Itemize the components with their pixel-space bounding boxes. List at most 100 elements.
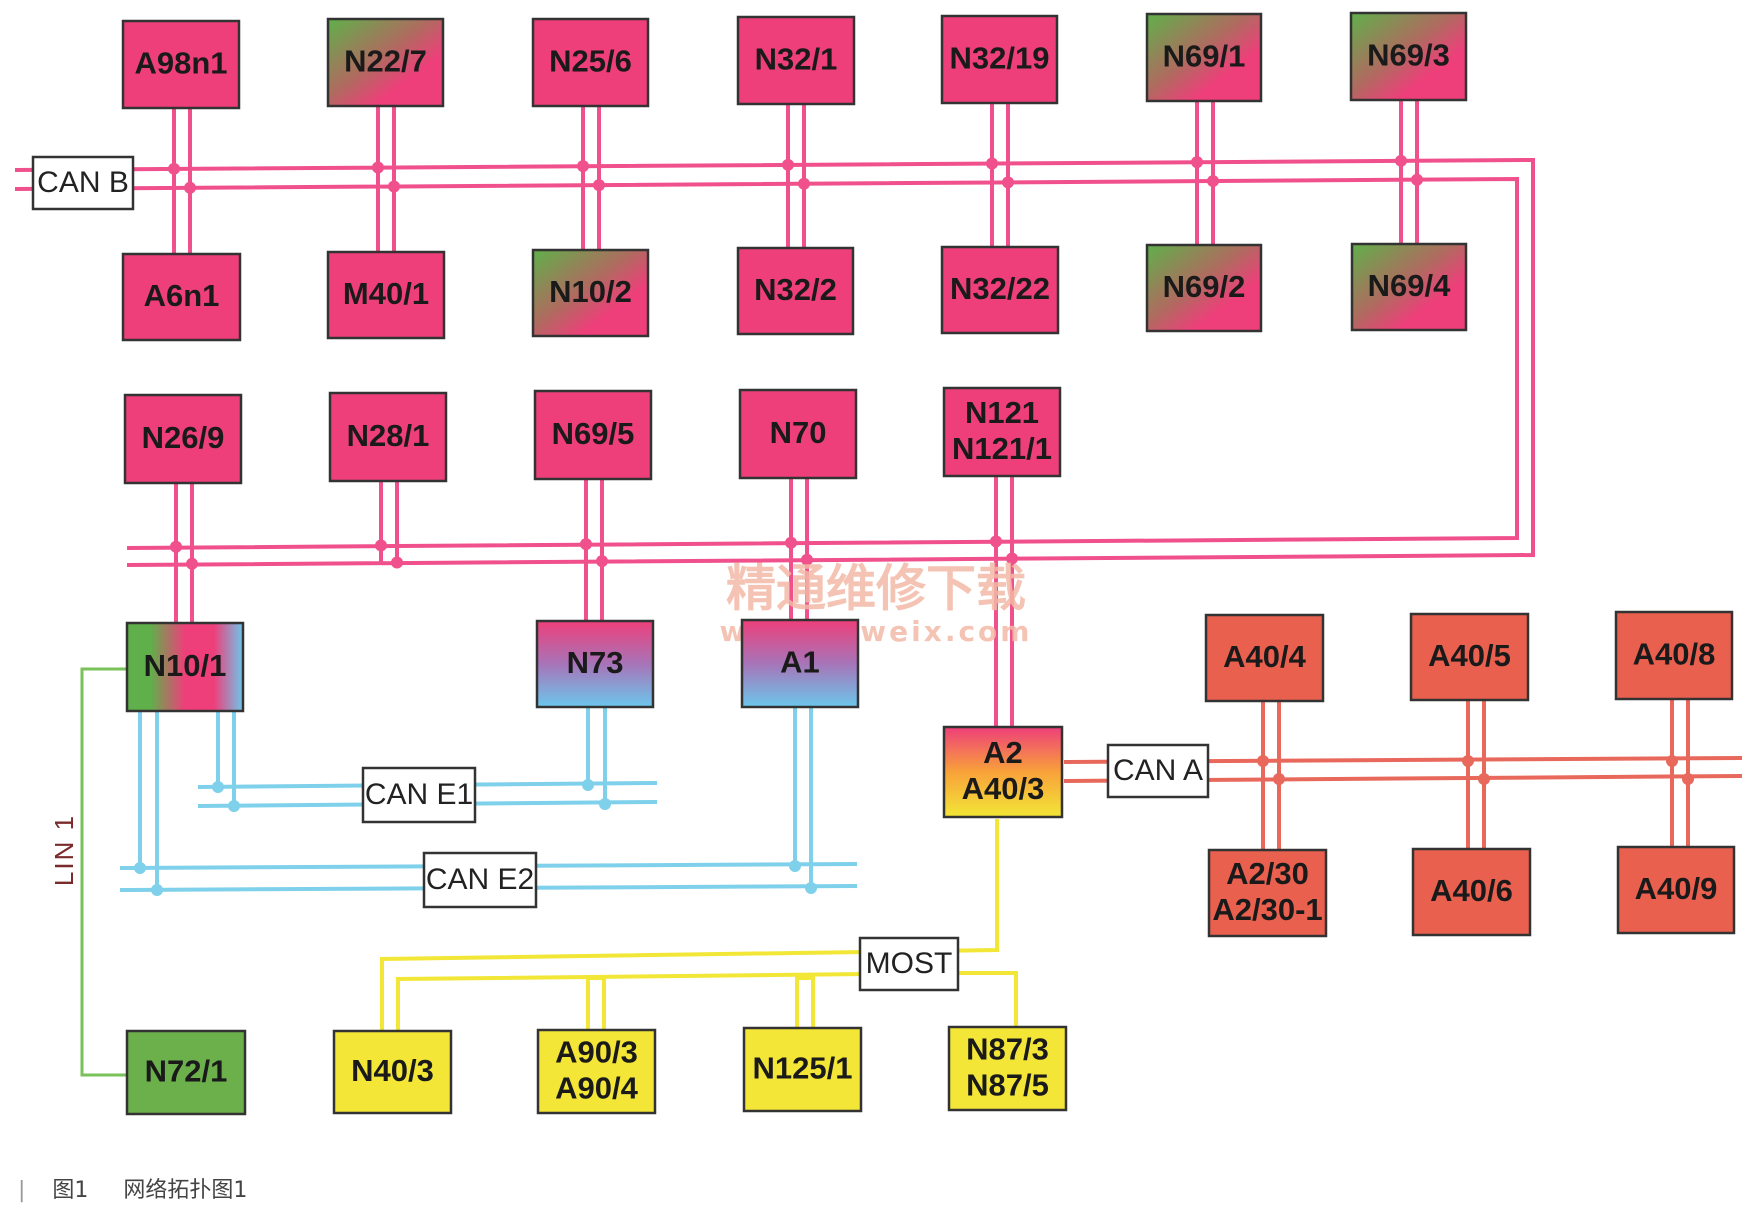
ecu-label: N40/3 xyxy=(351,1053,434,1088)
ecu-label: N87/5 xyxy=(966,1068,1049,1103)
ecu-label: N69/2 xyxy=(1163,269,1246,304)
ecu-n69-4: N69/4 xyxy=(1350,242,1468,332)
junction-dot xyxy=(372,161,384,174)
junction-dot xyxy=(391,556,403,569)
ecu-label: N10/2 xyxy=(549,274,632,309)
junction-dot xyxy=(1002,176,1014,189)
ecu-n10-2: N10/2 xyxy=(531,248,650,338)
ecu-label: N121 xyxy=(965,395,1039,430)
ecu-box xyxy=(123,393,243,485)
most-wire xyxy=(380,819,999,1031)
ecu-box xyxy=(121,19,241,110)
ecu-n32-2: N32/2 xyxy=(736,246,855,336)
junction-dot xyxy=(186,557,198,570)
ecu-box xyxy=(535,619,655,709)
junction-dot xyxy=(1478,773,1490,785)
ecu-label: A2/30 xyxy=(1226,856,1309,891)
ecu-label: A90/3 xyxy=(555,1035,638,1070)
ecu-a40-4: A40/4 xyxy=(1204,613,1325,703)
ecu-label: A40/4 xyxy=(1223,639,1306,674)
ecu-label: N69/5 xyxy=(552,416,635,451)
can-e1-label: CAN E1 xyxy=(365,778,473,811)
bus-label-frame xyxy=(31,155,135,211)
watermark-text: 精通维修下载 xyxy=(726,560,1026,618)
most-wire xyxy=(586,976,606,1031)
ecu-m40-1: M40/1 xyxy=(326,250,446,340)
ecu-label: N121/1 xyxy=(952,431,1052,466)
ecu-box xyxy=(326,250,446,340)
ecu-n72-1: N72/1 xyxy=(125,1029,247,1116)
ecu-n40-3: N40/3 xyxy=(332,1029,453,1115)
ecu-label: N25/6 xyxy=(549,44,632,79)
bus-label-frame xyxy=(422,851,538,909)
can-a-label-box: CAN A xyxy=(1106,743,1210,799)
most-wire xyxy=(396,971,1018,1031)
ecu-label: A2/30-1 xyxy=(1212,892,1322,927)
ecu-box xyxy=(942,725,1064,819)
ecu-box xyxy=(1145,12,1263,103)
ecu-box xyxy=(328,391,448,483)
ecu-box xyxy=(531,17,650,108)
ecu-box xyxy=(940,245,1060,335)
ecu-box xyxy=(1409,612,1530,702)
junction-dot xyxy=(170,540,182,553)
junction-dot xyxy=(1207,175,1219,188)
ecu-box xyxy=(125,1029,247,1116)
ecu-box xyxy=(326,17,445,108)
lin-1-wire xyxy=(80,667,127,1077)
most-label: MOST xyxy=(866,947,953,980)
ecu-label: N10/1 xyxy=(144,648,227,683)
junction-dot xyxy=(580,538,592,551)
junction-dot xyxy=(1257,755,1269,767)
ecu-label: N69/3 xyxy=(1367,38,1450,73)
junction-dot xyxy=(986,157,998,170)
junction-dot xyxy=(168,162,180,175)
most-label-box: MOST xyxy=(858,936,960,992)
junction-dot xyxy=(1191,156,1203,169)
junction-dot xyxy=(184,181,196,194)
ecu-n10-1: N10/1 xyxy=(125,621,245,713)
ecu-label: A6n1 xyxy=(144,278,220,313)
ecu-box xyxy=(1204,613,1325,703)
ecu-label: N32/2 xyxy=(754,272,837,307)
figure-caption: | 图1 网络拓扑图1 xyxy=(18,1172,247,1204)
ecu-n70: N70 xyxy=(738,388,858,480)
junction-dot xyxy=(134,862,146,874)
caption-title: 网络拓扑图1 xyxy=(123,1178,248,1203)
junction-dot xyxy=(1273,773,1285,785)
ecu-box xyxy=(1411,847,1532,937)
junction-dot xyxy=(1462,755,1474,767)
can-e1-label-box: CAN E1 xyxy=(361,766,477,824)
ecu-a40-5: A40/5 xyxy=(1409,612,1530,702)
bus-label-frame xyxy=(858,936,960,992)
junction-dot xyxy=(1395,154,1407,167)
ecu-n32-19: N32/19 xyxy=(940,14,1059,105)
can-a-label: CAN A xyxy=(1113,754,1203,787)
junction-dot xyxy=(596,555,608,568)
ecu-box xyxy=(536,1028,657,1115)
ecu-box xyxy=(1145,243,1263,333)
ecu-box xyxy=(121,252,242,342)
bus-label-frame xyxy=(1106,743,1210,799)
ecu-label: N32/1 xyxy=(755,42,838,77)
ecu-label: N26/9 xyxy=(142,420,225,455)
junction-dot xyxy=(151,884,163,896)
junction-dot xyxy=(212,781,224,793)
ecu-box xyxy=(940,14,1059,105)
ecu-label: N69/4 xyxy=(1368,268,1451,303)
junction-dot xyxy=(801,553,813,566)
can-b-label: CAN B xyxy=(37,166,129,199)
caption-number: 图1 xyxy=(52,1178,89,1203)
ecu-box xyxy=(332,1029,453,1115)
junction-dot xyxy=(798,177,810,190)
ecu-a6n1: A6n1 xyxy=(121,252,242,342)
ecu-label: N125/1 xyxy=(753,1051,853,1086)
ecu-label: M40/1 xyxy=(343,276,429,311)
junction-dot xyxy=(1006,552,1018,565)
ecu-box xyxy=(531,248,650,338)
junction-dot xyxy=(782,158,794,171)
junction-dot xyxy=(582,779,594,791)
ecu-box xyxy=(736,15,856,106)
